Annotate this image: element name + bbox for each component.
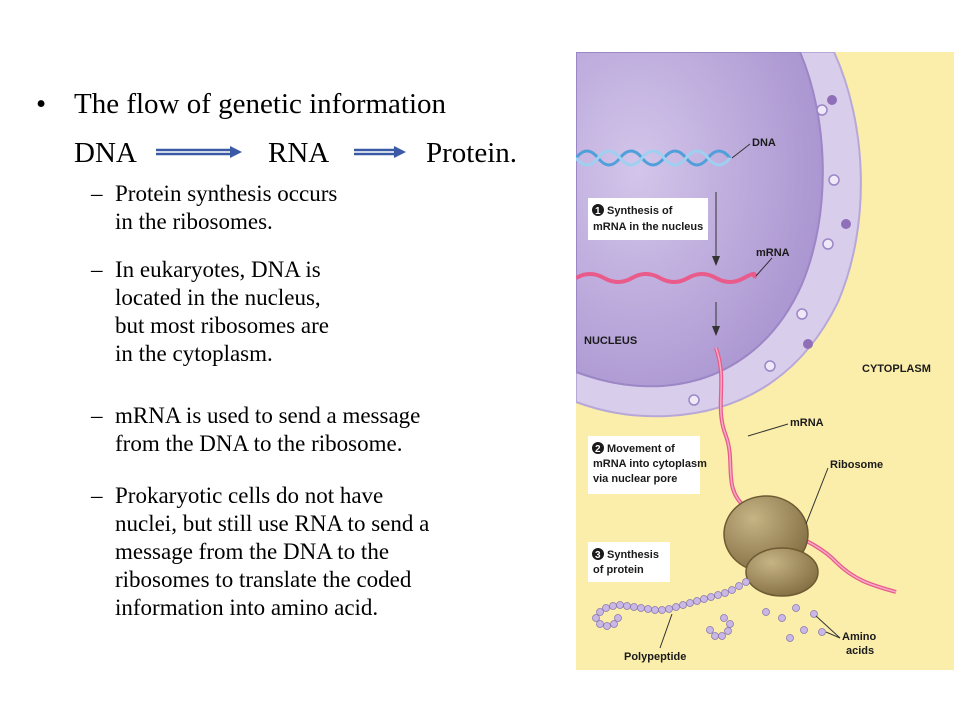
dash-marker: – bbox=[91, 181, 103, 206]
ribosome-icon bbox=[723, 495, 819, 597]
label-nucleus: NUCLEUS bbox=[584, 335, 637, 347]
step-3-line: Synthesis bbox=[607, 549, 659, 561]
point-line: information into amino acid. bbox=[115, 595, 379, 620]
step-2-line: mRNA into cytoplasm bbox=[593, 458, 707, 470]
flow-arrow-icon bbox=[354, 146, 406, 158]
label-line bbox=[815, 615, 841, 639]
amino-acid-icon bbox=[762, 604, 826, 642]
label-mrna-bottom: mRNA bbox=[790, 417, 824, 429]
point-line: ribosomes to translate the coded bbox=[115, 567, 412, 592]
dash-marker: – bbox=[91, 483, 103, 508]
protein-synthesis-figure: DNA 1 Synthesis of mRNA in the nucleus m… bbox=[576, 52, 954, 670]
label-line bbox=[731, 143, 751, 159]
step-3-number: 3 bbox=[595, 550, 601, 561]
label-ribosome: Ribosome bbox=[830, 459, 883, 471]
step-3-line: of protein bbox=[593, 564, 644, 576]
point-line: from the DNA to the ribosome. bbox=[115, 431, 403, 456]
step-2-line: via nuclear pore bbox=[593, 473, 677, 485]
bullet-dot: • bbox=[36, 88, 47, 120]
dna-helix-icon bbox=[576, 149, 732, 167]
polypeptide-chain-icon bbox=[592, 578, 750, 640]
nuclear-membrane-protein-icon bbox=[803, 95, 851, 349]
point-line: mRNA is used to send a message bbox=[115, 403, 421, 428]
point-line: in the ribosomes. bbox=[115, 209, 273, 234]
label-mrna-top: mRNA bbox=[756, 247, 790, 259]
point-line: nuclei, but still use RNA to send a bbox=[115, 511, 430, 536]
step-1-line: Synthesis of bbox=[607, 205, 673, 217]
flow-word-rna: RNA bbox=[268, 137, 330, 169]
step-2-badge bbox=[592, 442, 604, 454]
label-line bbox=[755, 257, 773, 277]
point-line: in the cytoplasm. bbox=[115, 341, 273, 366]
label-line bbox=[747, 423, 789, 437]
label-dna: DNA bbox=[752, 137, 776, 149]
slide-title: The flow of genetic information bbox=[74, 88, 447, 120]
step-1-number: 1 bbox=[595, 206, 601, 217]
label-line bbox=[825, 631, 841, 639]
point-line: In eukaryotes, DNA is bbox=[115, 257, 321, 282]
arrowhead-icon bbox=[712, 256, 720, 266]
step-2-number: 2 bbox=[595, 444, 601, 455]
point-line: message from the DNA to the bbox=[115, 539, 390, 564]
step-3-box bbox=[588, 542, 670, 582]
label-line bbox=[659, 613, 673, 649]
step-1-badge bbox=[592, 204, 604, 216]
dash-marker: – bbox=[91, 403, 103, 428]
point-line: located in the nucleus, bbox=[115, 285, 321, 310]
arrowhead-icon bbox=[712, 326, 720, 336]
label-acids: acids bbox=[846, 645, 874, 657]
label-line bbox=[805, 467, 829, 525]
step-3-badge bbox=[592, 548, 604, 560]
slide-text-panel: • The flow of genetic information DNA RN… bbox=[36, 88, 574, 620]
step-2-box bbox=[588, 436, 700, 494]
point-line: but most ribosomes are bbox=[115, 313, 329, 338]
step-1-line: mRNA in the nucleus bbox=[593, 221, 703, 233]
step-1-box bbox=[588, 198, 708, 240]
flow-word-dna: DNA bbox=[74, 137, 137, 169]
label-cytoplasm: CYTOPLASM bbox=[862, 363, 931, 375]
point-line: Protein synthesis occurs bbox=[115, 181, 338, 206]
point-line: Prokaryotic cells do not have bbox=[115, 483, 384, 508]
flow-row: DNA RNA Protein. bbox=[74, 135, 574, 171]
step-2-line: Movement of bbox=[607, 443, 675, 455]
flow-arrow-icon bbox=[156, 146, 242, 158]
mrna-strand-icon bbox=[576, 272, 757, 284]
dash-marker: – bbox=[91, 257, 103, 282]
flow-word-protein: Protein. bbox=[426, 137, 518, 169]
label-amino: Amino bbox=[842, 631, 877, 643]
label-polypeptide: Polypeptide bbox=[624, 651, 686, 663]
nuclear-pore-icon bbox=[688, 104, 840, 406]
